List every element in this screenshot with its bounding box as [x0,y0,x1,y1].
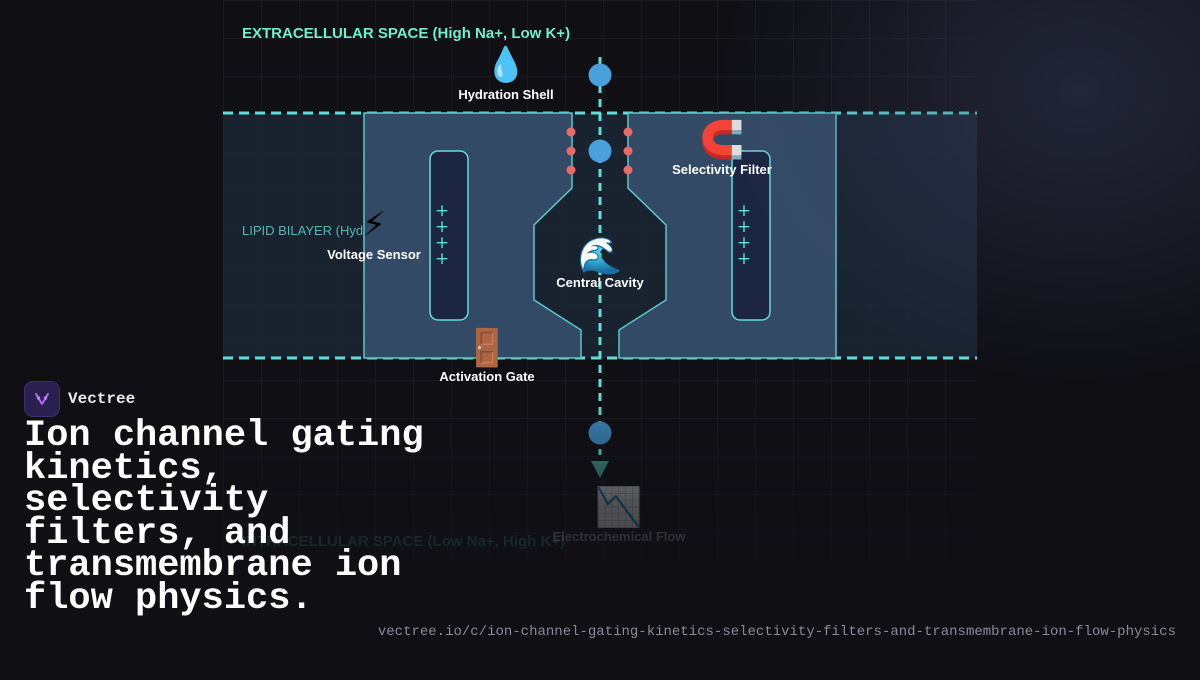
filter-site [623,127,633,137]
filter-site [623,146,633,156]
ion-in-filter [588,139,612,163]
activation-gate-icon: 🚪 [465,327,510,368]
selectivity-filter-label: Selectivity Filter [672,162,772,177]
filter-site [566,146,576,156]
gating-charge: + [737,249,751,269]
electrochemical-flow-label: Electrochemical Flow [553,529,687,544]
gating-charge: + [435,249,449,269]
central-cavity-label: Central Cavity [556,275,644,290]
filter-site [566,165,576,175]
brand-name: Vectree [68,390,136,408]
extracellular-label: EXTRACELLULAR SPACE (High Na+, Low K+) [242,25,570,42]
filter-site [566,127,576,137]
voltage-sensor-label: Voltage Sensor [327,247,421,262]
hydration-shell-label: Hydration Shell [458,87,553,102]
electrochemical-flow-icon: 📉 [595,485,642,529]
filter-site [623,165,633,175]
activation-gate-label: Activation Gate [439,369,534,384]
voltage-sensor-icon: ⚡ [362,206,386,244]
page-title: Ion channel gating kinetics, selectivity… [24,415,424,620]
hydration-shell-icon: 💧 [485,45,527,84]
vectree-logo-icon [24,381,60,417]
page-url[interactable]: vectree.io/c/ion-channel-gating-kinetics… [377,624,1176,640]
selectivity-filter-icon: 🧲 [700,119,745,160]
central-cavity-icon: 🌊 [578,235,623,276]
ion-inside [588,421,612,445]
brand: Vectree [24,381,136,417]
ion-outside [588,63,612,87]
